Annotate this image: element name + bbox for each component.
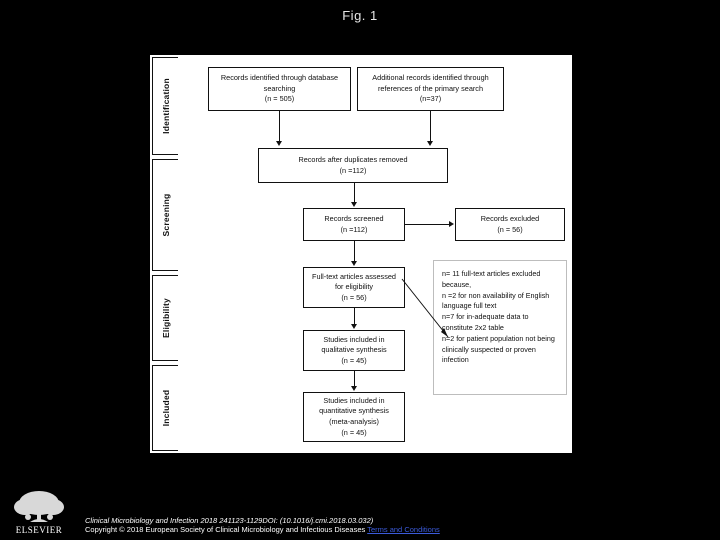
citation-line: Clinical Microbiology and Infection 2018… [85, 516, 374, 525]
arrowhead-down-icon [350, 261, 357, 266]
connector-qualitative-to-quantitative [354, 371, 355, 386]
box-line: Studies included in [323, 334, 385, 344]
box-count: (n = 56) [497, 224, 523, 234]
box-additional-records: Additional records identified through re… [357, 67, 504, 111]
elsevier-logo-icon: ELSEVIER [8, 488, 70, 536]
exclusion-reason: n=2 for patient population not being cli… [442, 333, 555, 365]
phase-included: Included [152, 365, 178, 451]
box-qualitative-synthesis: Studies included in qualitative synthesi… [303, 330, 405, 371]
box-line: Studies included in [323, 395, 385, 405]
box-quantitative-synthesis: Studies included in quantitative synthes… [303, 392, 405, 442]
box-line: Records after duplicates removed [298, 154, 408, 164]
box-line: qualitative synthesis [321, 345, 387, 355]
box-line: Full-text articles assessed [312, 271, 396, 281]
box-line: for eligibility [334, 282, 374, 292]
box-database-records: Records identified through database sear… [208, 67, 351, 111]
connector-fulltext-to-reasons [401, 278, 449, 338]
box-fulltext-assessed: Full-text articles assessed for eligibil… [303, 267, 405, 308]
box-line: Records excluded [480, 213, 540, 223]
phase-identification: Identification [152, 57, 178, 155]
connector-dup-to-screened [354, 183, 355, 203]
box-count: (n = 45) [341, 427, 367, 437]
box-line: searching [263, 83, 296, 93]
copyright-text: Copyright © 2018 European Society of Cli… [85, 525, 368, 535]
svg-text:ELSEVIER: ELSEVIER [16, 525, 63, 535]
connector-fulltext-to-qualitative [354, 308, 355, 324]
box-line: quantitative synthesis [319, 406, 389, 416]
box-count: (n=37) [419, 94, 442, 104]
arrowhead-down-icon [426, 141, 433, 146]
connector-screened-to-excluded [405, 224, 449, 225]
box-exclusion-reasons: n= 11 full-text articles excluded becaus… [433, 260, 567, 395]
box-count: (n = 56) [341, 292, 367, 302]
box-records-screened: Records screened (n =112) [303, 208, 405, 241]
box-line: Records screened [324, 213, 384, 223]
arrowhead-right-icon [449, 220, 454, 227]
phase-rail: Identification Screening Eligibility Inc… [152, 55, 178, 453]
figure-canvas: Identification Screening Eligibility Inc… [150, 55, 572, 453]
box-count: (n = 505) [264, 94, 295, 104]
box-count: (n =112) [340, 224, 368, 234]
phase-identification-label: Identification [160, 78, 171, 134]
citation-block: Clinical Microbiology and Infection 2018… [85, 516, 645, 535]
exclusion-reason: n=7 for in-adequate data to constitute 2… [442, 312, 529, 332]
arrowhead-down-icon [275, 141, 282, 146]
phase-eligibility: Eligibility [152, 275, 178, 361]
box-line: (meta-analysis) [329, 417, 379, 426]
arrowhead-down-icon [350, 324, 357, 329]
connector-additional-to-dup [430, 111, 431, 143]
exclusion-reason: n= 11 full-text articles excluded becaus… [442, 269, 541, 289]
phase-eligibility-label: Eligibility [160, 298, 171, 338]
terms-and-conditions-link[interactable]: Terms and Conditions [367, 525, 440, 535]
page-title: Fig. 1 [342, 8, 378, 23]
arrowhead-down-icon [350, 202, 357, 207]
box-records-excluded: Records excluded (n = 56) [455, 208, 565, 241]
phase-included-label: Included [160, 389, 171, 427]
box-count: (n = 45) [341, 355, 367, 365]
phase-screening-label: Screening [160, 193, 171, 237]
copyright-line: Copyright © 2018 European Society of Cli… [85, 525, 645, 534]
arrowhead-down-icon [350, 386, 357, 391]
phase-screening: Screening [152, 159, 178, 271]
connector-screened-to-fulltext [354, 241, 355, 261]
exclusion-reason: n =2 for non availability of English lan… [442, 290, 550, 311]
box-line: Additional records identified through [372, 73, 489, 83]
box-line: references of the primary search [377, 83, 484, 93]
box-count: (n =112) [339, 165, 367, 175]
connector-db-to-dup [279, 111, 280, 143]
box-after-duplicates: Records after duplicates removed (n =112… [258, 148, 448, 183]
box-line: Records identified through database [220, 73, 339, 83]
